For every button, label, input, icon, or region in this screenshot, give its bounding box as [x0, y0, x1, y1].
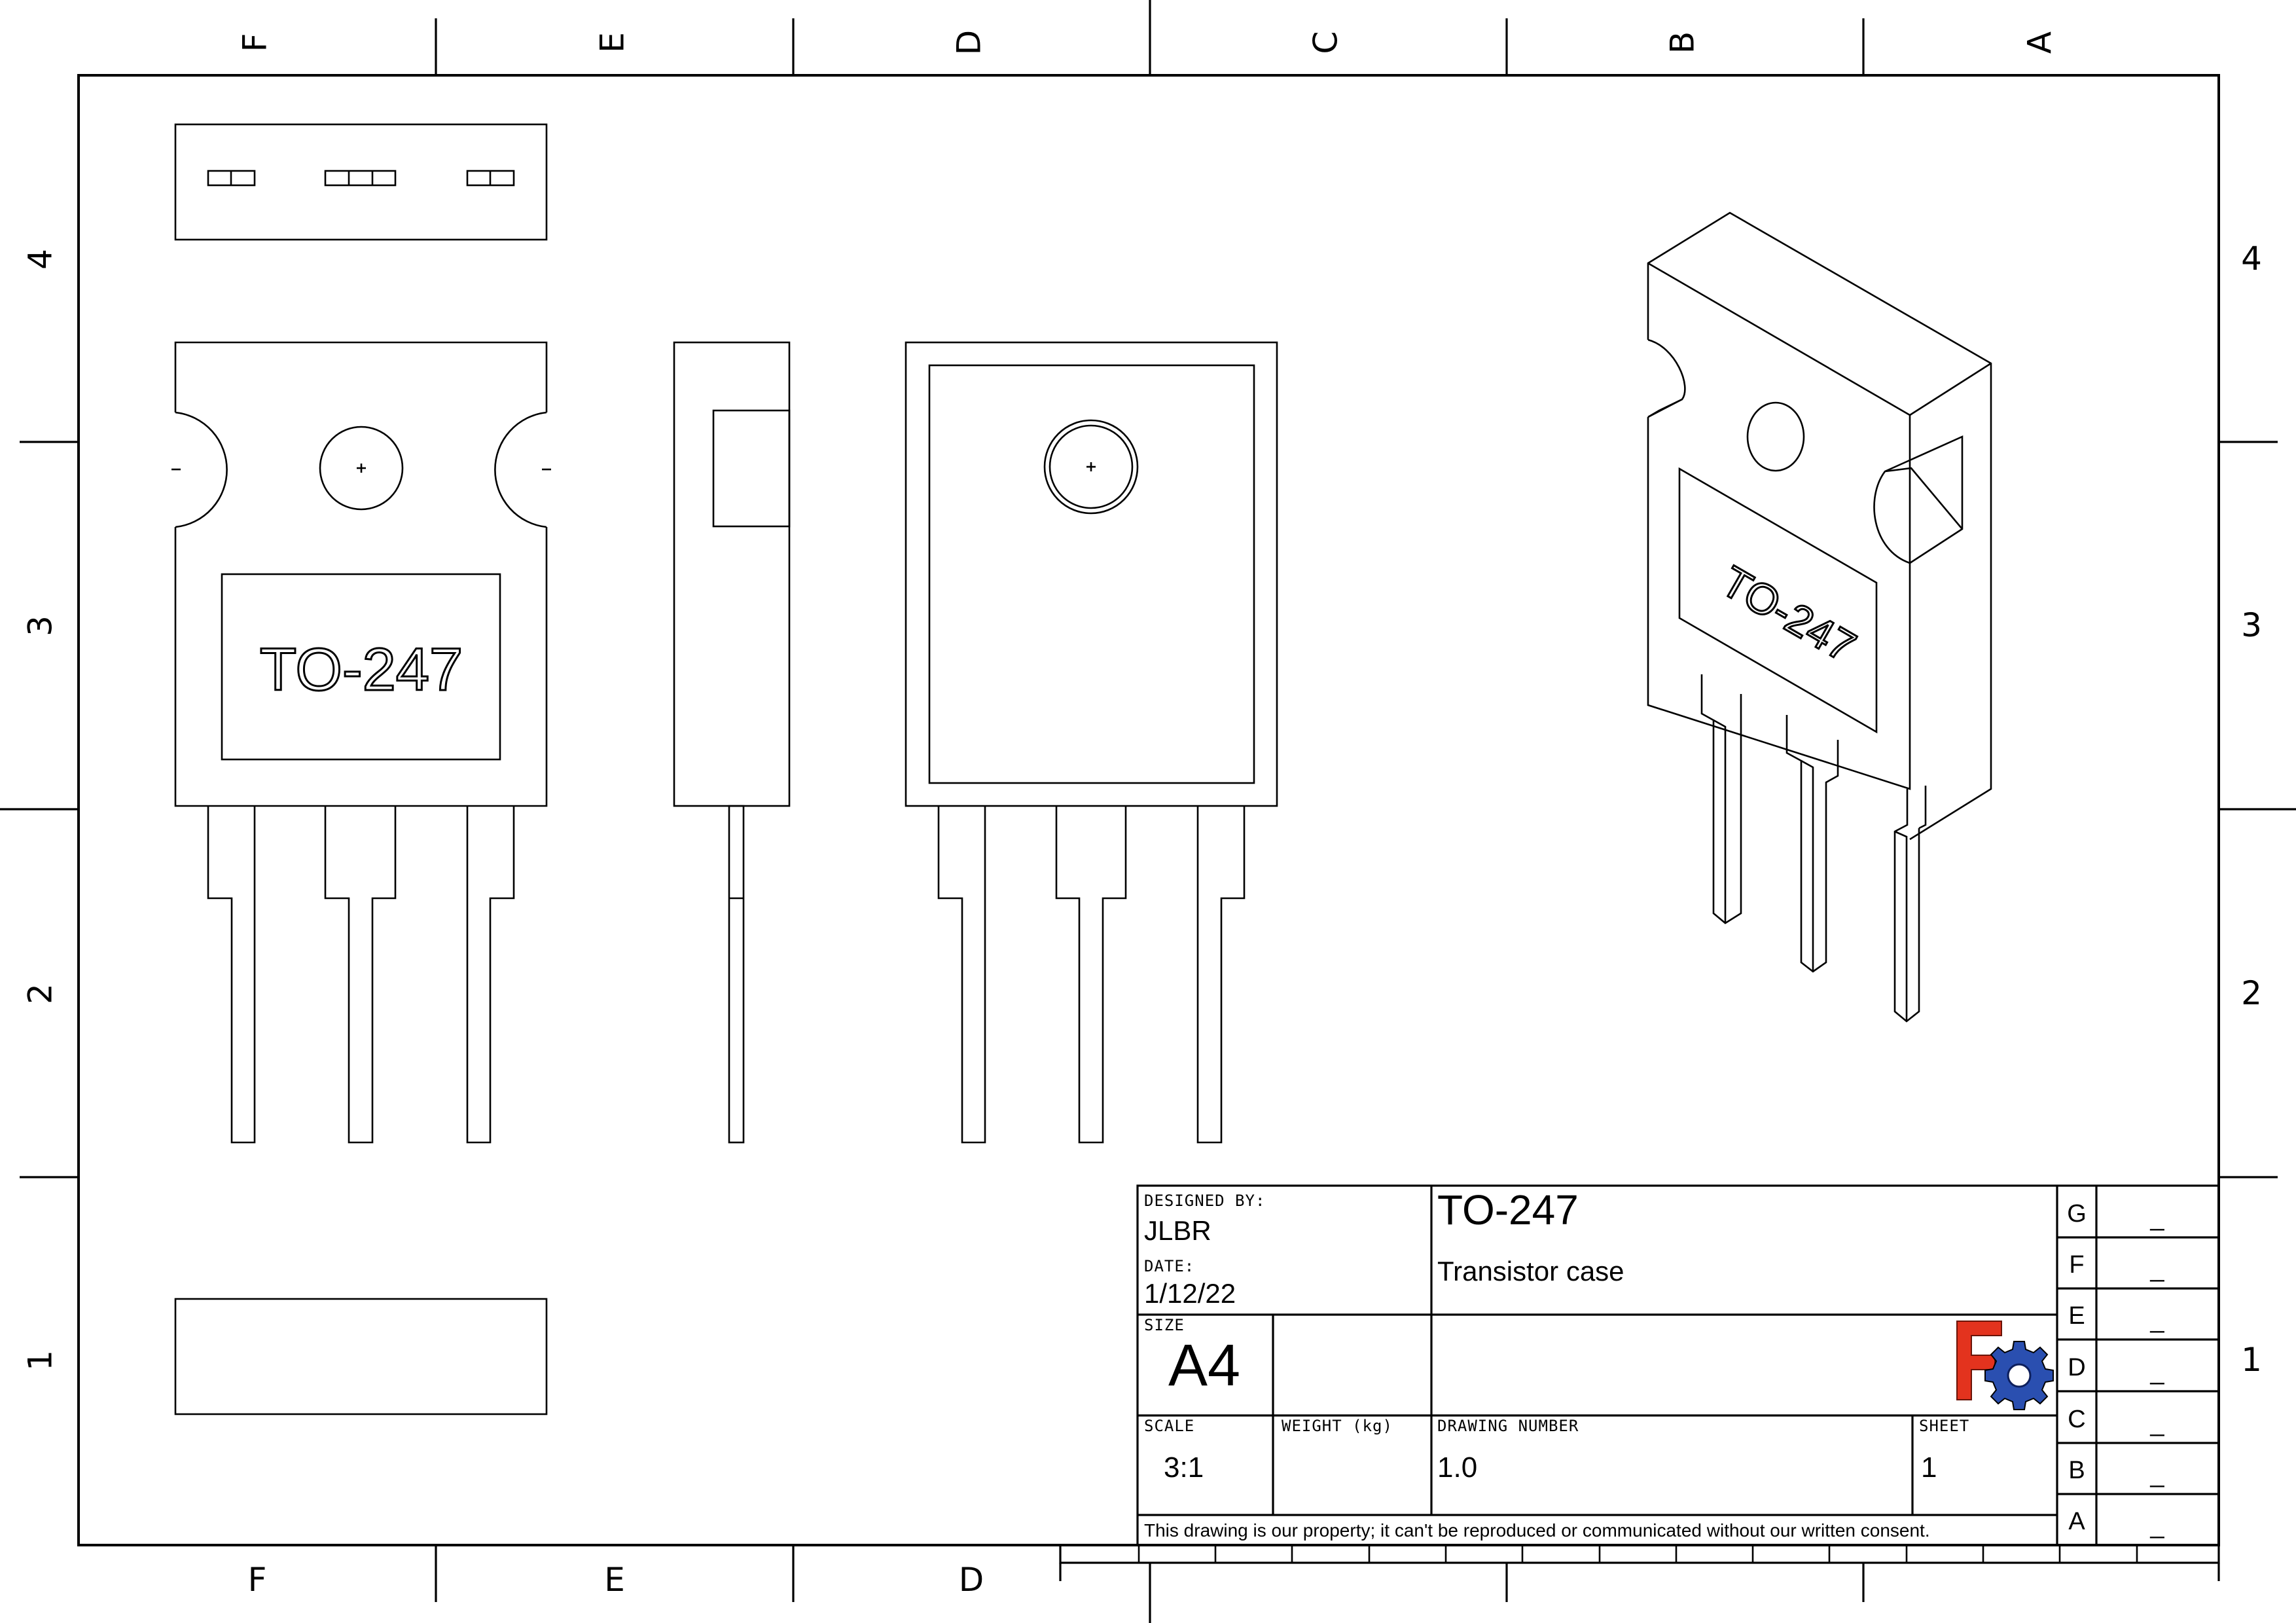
revision-letter: G — [2067, 1200, 2087, 1228]
drawing-title: TO-247 — [1437, 1186, 1579, 1233]
size-value: A4 — [1168, 1333, 1240, 1398]
sheet-label: SHEET — [1919, 1417, 1969, 1435]
revision-table: G _ F _ E _ D _ C _ B _ A _ — [2067, 1200, 2164, 1539]
zone-row-3-left: 3 — [22, 615, 60, 636]
zone-col-c-top: C — [1307, 31, 1345, 54]
isometric-marking: TO-247 — [1713, 556, 1864, 671]
zone-col-f-bottom: F — [248, 1561, 267, 1599]
zone-col-e-bottom: E — [604, 1561, 625, 1599]
revision-value: _ — [2149, 1512, 2164, 1539]
revision-letter: F — [2069, 1251, 2084, 1279]
zone-row-1-right: 1 — [2241, 1341, 2262, 1379]
zone-labels-right: 4 3 2 1 — [2241, 240, 2262, 1379]
designed-by-value: JLBR — [1144, 1215, 1211, 1246]
designed-by-label: DESIGNED BY: — [1144, 1192, 1265, 1210]
zone-row-3-right: 3 — [2241, 606, 2262, 644]
revision-letter: A — [2068, 1508, 2085, 1535]
scale-bar — [1059, 1544, 2220, 1623]
sheet-value: 1 — [1921, 1451, 1937, 1484]
zone-row-2-right: 2 — [2241, 974, 2262, 1012]
front-view: TO-247 — [171, 341, 551, 1144]
top-view — [174, 123, 548, 241]
side-view — [673, 341, 791, 1144]
bottom-view — [174, 1298, 548, 1415]
revision-value: _ — [2149, 1204, 2164, 1231]
revision-value: _ — [2149, 1461, 2164, 1488]
zone-row-4-right: 4 — [2241, 240, 2262, 278]
revision-letter: E — [2068, 1302, 2085, 1330]
zone-labels-left: 4 3 2 1 — [22, 249, 60, 1371]
revision-value: _ — [2149, 1358, 2164, 1385]
scale-value: 3:1 — [1164, 1451, 1204, 1484]
revision-value: _ — [2149, 1410, 2164, 1437]
revision-letter: B — [2068, 1457, 2085, 1484]
drawing-number-value: 1.0 — [1437, 1451, 1477, 1484]
date-value: 1/12/22 — [1144, 1278, 1236, 1309]
zone-row-1-left: 1 — [22, 1350, 60, 1371]
revision-letter: C — [2068, 1406, 2085, 1433]
title-block — [1136, 1184, 2220, 1546]
scale-label: SCALE — [1144, 1417, 1194, 1435]
size-label: SIZE — [1144, 1316, 1185, 1334]
revision-letter: D — [2068, 1354, 2085, 1381]
drawing-number-label: DRAWING NUMBER — [1437, 1417, 1579, 1435]
zone-col-b-top: B — [1664, 31, 1702, 54]
rear-view — [905, 341, 1278, 1144]
freecad-logo-icon — [1956, 1321, 2054, 1410]
zone-row-4-left: 4 — [22, 249, 60, 270]
zone-col-f-top: F — [236, 33, 274, 52]
zone-labels-bottom: F E D — [248, 1561, 984, 1599]
zone-row-2-left: 2 — [22, 983, 60, 1004]
zone-col-d-bottom: D — [959, 1561, 984, 1599]
zone-col-a-top: A — [2021, 31, 2059, 54]
isometric-view: TO-247 — [1647, 211, 1992, 1023]
disclaimer-text: This drawing is our property; it can't b… — [1144, 1520, 1930, 1541]
zone-col-d-top: D — [950, 30, 988, 56]
zone-col-e-top: E — [594, 32, 632, 53]
revision-value: _ — [2149, 1306, 2164, 1334]
zone-labels-top: F E D C B A — [236, 30, 2059, 56]
front-view-marking: TO-247 — [260, 636, 463, 703]
date-label: DATE: — [1144, 1257, 1194, 1275]
drawing-subtitle: Transistor case — [1437, 1256, 1624, 1286]
weight-label: WEIGHT (kg) — [1282, 1417, 1393, 1435]
revision-value: _ — [2149, 1255, 2164, 1283]
